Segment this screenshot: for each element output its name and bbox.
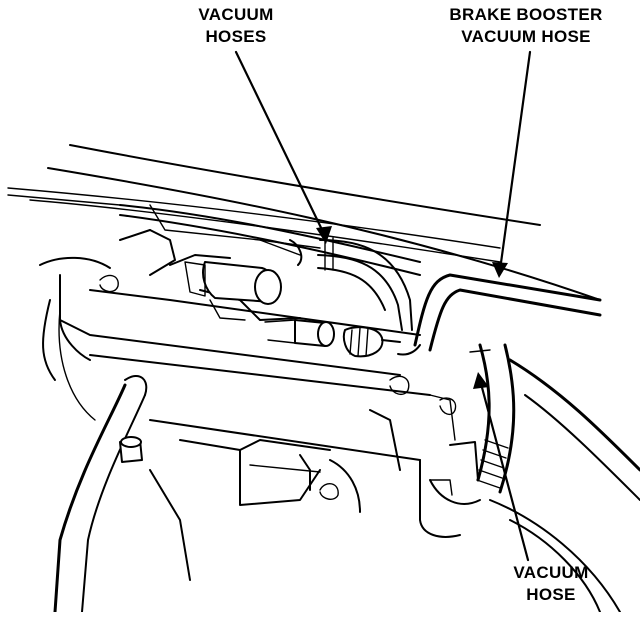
intake-manifold (39, 229, 431, 396)
leader-vacuum-hose (473, 372, 530, 562)
callout-vacuum-hoses-line1: VACUUM (198, 5, 274, 24)
vacuum-hoses-pair (317, 237, 413, 331)
radiator-hose (489, 358, 640, 613)
callout-vacuum-hoses-line2: HOSES (205, 27, 267, 46)
left-pipe (42, 299, 148, 614)
corrugated-vacuum-hose (429, 343, 516, 505)
brake-booster-hose (397, 273, 602, 356)
callout-vacuum-hoses: VACUUM HOSES (186, 4, 286, 48)
engine-block-lower (149, 375, 461, 581)
callout-brake-booster-line1: BRAKE BOOSTER (449, 5, 603, 24)
callout-vacuum-hose-line2: HOSE (526, 585, 576, 604)
hose-connector-left (264, 319, 335, 347)
callout-vacuum-hose: VACUUM HOSE (496, 562, 606, 606)
leader-vacuum-hoses (234, 50, 332, 244)
leader-brake-booster (492, 50, 532, 278)
hose-clamp (342, 326, 401, 358)
cowl-panel (119, 204, 421, 276)
bolt-post (119, 436, 143, 463)
callout-vacuum-hose-line1: VACUUM (513, 563, 589, 582)
callout-brake-booster-line2: VACUUM HOSE (461, 27, 591, 46)
hood-outline (7, 144, 601, 301)
valve-body (184, 261, 282, 321)
callout-brake-booster-vacuum-hose: BRAKE BOOSTER VACUUM HOSE (436, 4, 616, 48)
